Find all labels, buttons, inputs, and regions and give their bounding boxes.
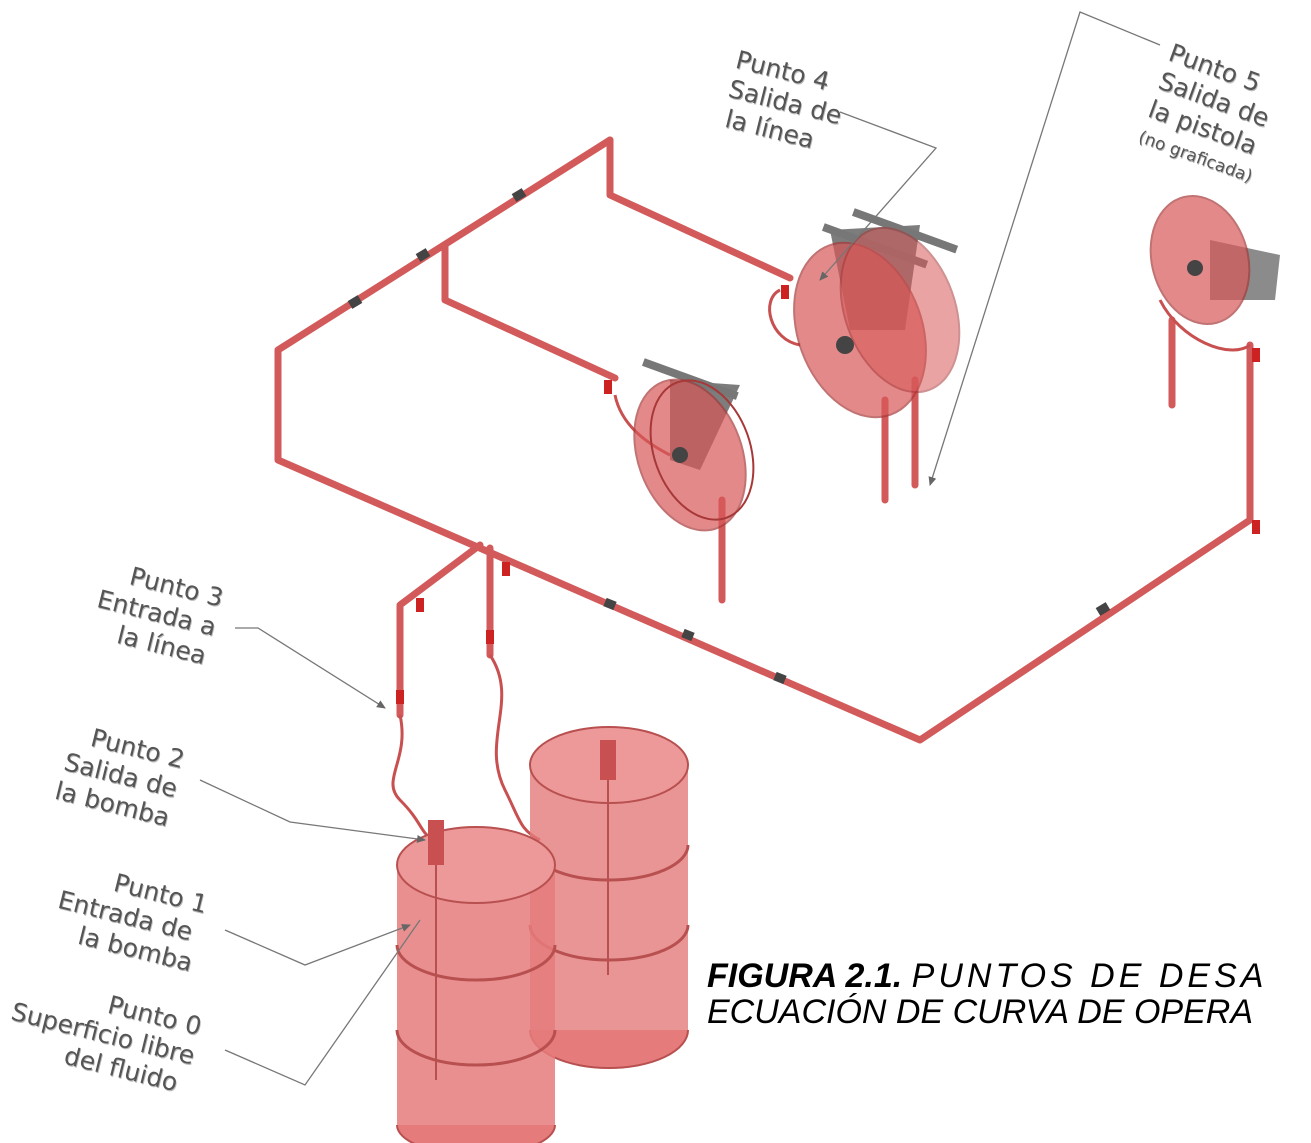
leader-p1 xyxy=(224,924,411,966)
drum-back xyxy=(528,726,690,1069)
hose-reel-2 xyxy=(793,208,961,419)
pipe-network xyxy=(274,136,1254,744)
drum-front xyxy=(395,820,557,1143)
valves xyxy=(396,285,1260,704)
caption-text-line2: ECUACIÓN DE CURVA DE OPERA xyxy=(707,993,1254,1031)
hose-reel-3 xyxy=(1149,194,1280,326)
leader-p4 xyxy=(819,111,938,281)
hose-reel-1 xyxy=(633,358,755,532)
pipe-outer-loop xyxy=(274,136,1254,744)
leader-p0 xyxy=(224,919,421,1086)
pipe-upper-header xyxy=(606,136,794,282)
pipe-drop-a xyxy=(396,541,484,719)
figure-caption: FIGURA 2.1. PUNTOS DE DESA ECUACIÓN DE C… xyxy=(707,958,1311,1030)
caption-line1: FIGURA 2.1. PUNTOS DE DESA xyxy=(707,958,1311,994)
leader-p5 xyxy=(928,11,1161,486)
leader-p3 xyxy=(235,627,386,709)
caption-figure-number: FIGURA 2.1. xyxy=(707,957,903,995)
leader-lines xyxy=(199,11,1161,1086)
caption-text-line1: PUNTOS DE DESA xyxy=(911,957,1268,995)
pipe-couplings xyxy=(347,188,1111,685)
pipe-inner-branch xyxy=(441,241,619,382)
leader-p2 xyxy=(199,779,426,843)
